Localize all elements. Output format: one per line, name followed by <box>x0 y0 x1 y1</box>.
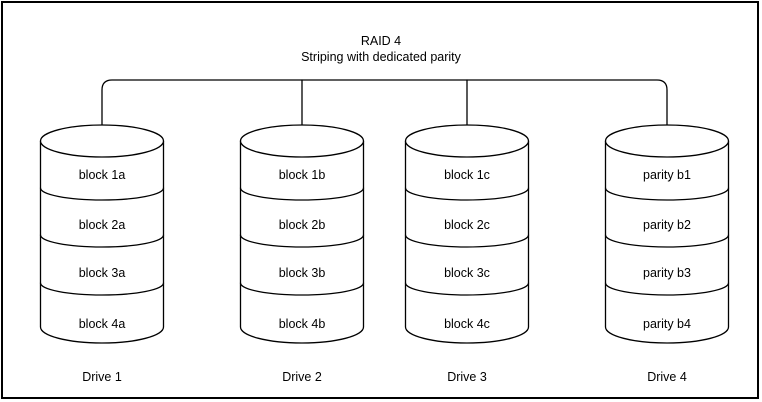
drive-1-cylinder <box>39 124 165 344</box>
drive-1-body <box>39 140 165 344</box>
drive-1-top <box>39 124 165 158</box>
block-label: block 2c <box>444 218 490 232</box>
drive-3-divider <box>404 187 530 201</box>
block-label: block 3a <box>79 266 126 280</box>
block-label: block 1b <box>279 168 326 182</box>
drive-1-divider <box>39 187 165 201</box>
drive-2-body <box>239 140 365 344</box>
block-label: parity b4 <box>643 317 691 331</box>
drive-4-divider <box>604 187 730 201</box>
drive-4-labels: parity b1 parity b2 parity b3 parity b4 … <box>643 168 691 384</box>
bus-connector-line <box>101 79 668 126</box>
drive-3-labels: block 1c block 2c block 3c block 4c Driv… <box>444 168 490 384</box>
drive-2-divider <box>239 282 365 296</box>
drive-4-divider <box>604 234 730 248</box>
diagram-linework <box>39 79 730 344</box>
drive-3-divider <box>404 282 530 296</box>
diagram-subtitle: Striping with dedicated parity <box>301 50 462 64</box>
drive-2-labels: block 1b block 2b block 3b block 4b Driv… <box>279 168 326 384</box>
block-label: block 4c <box>444 317 490 331</box>
drive-label: Drive 4 <box>647 370 687 384</box>
drive-2-cylinder <box>239 124 365 344</box>
block-label: block 3b <box>279 266 326 280</box>
block-label: block 4a <box>79 317 126 331</box>
block-label: parity b2 <box>643 218 691 232</box>
diagram-title: RAID 4 <box>361 34 401 48</box>
block-label: block 2b <box>279 218 326 232</box>
block-label: block 3c <box>444 266 490 280</box>
block-label: parity b1 <box>643 168 691 182</box>
drive-3-divider <box>404 234 530 248</box>
drive-1-divider <box>39 282 165 296</box>
drive-1-divider <box>39 234 165 248</box>
drive-4-cylinder <box>604 124 730 344</box>
drive-label: Drive 2 <box>282 370 322 384</box>
block-label: block 4b <box>279 317 326 331</box>
drive-2-divider <box>239 234 365 248</box>
drive-label: Drive 1 <box>82 370 122 384</box>
drive-1-labels: block 1a block 2a block 3a block 4a Driv… <box>79 168 126 384</box>
drive-3-cylinder <box>404 124 530 344</box>
drive-4-divider <box>604 282 730 296</box>
drive-4-body <box>604 140 730 344</box>
drive-3-top <box>404 124 530 158</box>
drive-label: Drive 3 <box>447 370 487 384</box>
drive-4-top <box>604 124 730 158</box>
drive-2-divider <box>239 187 365 201</box>
block-label: parity b3 <box>643 266 691 280</box>
block-label: block 2a <box>79 218 126 232</box>
drive-3-body <box>404 140 530 344</box>
block-label: block 1c <box>444 168 490 182</box>
drive-2-top <box>239 124 365 158</box>
block-label: block 1a <box>79 168 126 182</box>
